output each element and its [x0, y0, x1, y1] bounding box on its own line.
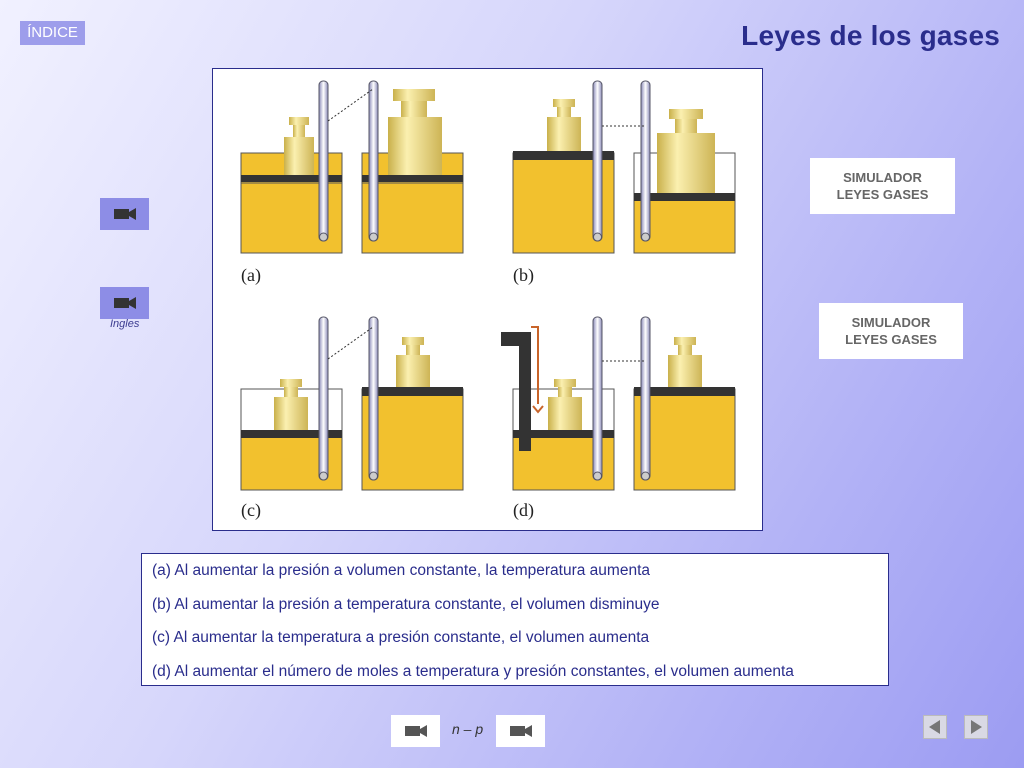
panel-a-label: (a)	[241, 265, 261, 286]
triangle-right-icon	[971, 720, 982, 734]
simulator-button-2[interactable]: SIMULADOR LEYES GASES	[819, 303, 963, 359]
n-p-label: n – p	[452, 721, 484, 737]
previous-slide-button[interactable]	[923, 715, 947, 739]
page-title: Leyes de los gases	[741, 20, 1000, 51]
statements-box: (a) Al aumentar la presión a volumen con…	[141, 553, 889, 686]
video-button-2[interactable]	[100, 287, 149, 319]
video-camera-icon	[404, 725, 427, 737]
panel-c-label: (c)	[241, 500, 261, 521]
gas-laws-figure: (a) (b)	[212, 68, 763, 531]
video-camera-icon	[113, 208, 136, 220]
video-button-p[interactable]	[496, 715, 545, 747]
next-slide-button[interactable]	[964, 715, 988, 739]
triangle-left-icon	[929, 720, 940, 734]
video-button-n[interactable]	[391, 715, 440, 747]
video-caption-ingles: Ingles	[110, 318, 140, 330]
simulator-button-2-label: SIMULADOR LEYES GASES	[845, 315, 937, 347]
simulator-button-1[interactable]: SIMULADOR LEYES GASES	[810, 158, 955, 214]
video-button-1[interactable]	[100, 198, 149, 230]
simulator-button-1-label: SIMULADOR LEYES GASES	[836, 170, 929, 202]
index-button[interactable]: ÍNDICE	[20, 21, 85, 45]
statement-a: (a) Al aumentar la presión a volumen con…	[152, 562, 650, 579]
panel-a: (a)	[240, 80, 464, 286]
statement-d: (d) Al aumentar el número de moles a tem…	[152, 662, 794, 680]
panel-b: (b)	[512, 80, 736, 286]
statement-b: (b) Al aumentar la presión a temperatura…	[152, 595, 660, 613]
panel-d-label: (d)	[513, 500, 534, 521]
panel-c: (c)	[240, 316, 464, 521]
panel-d: (d)	[501, 316, 736, 521]
video-camera-icon	[509, 725, 532, 737]
gas-laws-illustration: (a) (b)	[240, 80, 736, 521]
statement-c: (c) Al aumentar la temperatura a presión…	[152, 629, 650, 646]
panel-b-label: (b)	[513, 265, 534, 286]
video-camera-icon	[113, 297, 136, 309]
